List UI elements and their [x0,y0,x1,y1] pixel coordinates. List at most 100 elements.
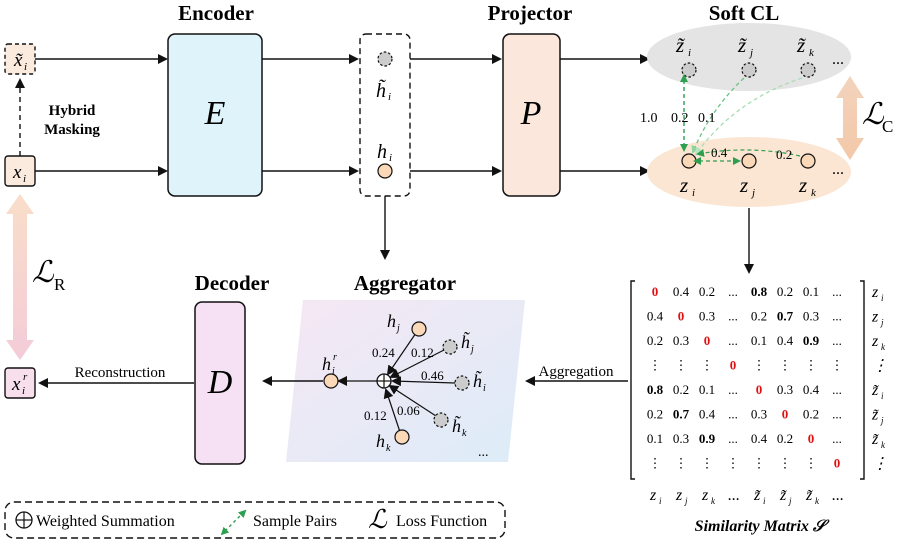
matrix-cell: ... [832,309,842,324]
similarity-matrix: 0 0.4 0.2... 0.8 0.2 0.1... 0.4 0 0.3... 0.2 0.7 0.… [630,280,888,506]
reconstructed-output-node: x i r [4,367,36,399]
contrast-loss-arrow [836,76,864,160]
svg-text:1.0: 1.0 [640,111,658,126]
svg-text:j: j [748,47,753,59]
matrix-cell: 0.4 [751,431,768,446]
svg-text:z̃: z̃ [796,33,807,57]
svg-text:k: k [462,428,467,439]
decoder-symbol: D [207,364,233,401]
matrix-row-label-sub: j [880,416,884,426]
recon-loss-arrow [6,194,34,360]
matrix-cells: 0 0.4 0.2... 0.8 0.2 0.1... 0.4 0 0.3... 0.2 0.7 0.… [647,284,844,471]
svg-text:...: ... [478,445,489,460]
svg-text:R: R [54,275,66,294]
svg-text:z̃: z̃ [737,33,748,57]
matrix-cell: 0 [730,358,737,373]
sample-pairs-icon [220,509,247,536]
soft-cl-top-ellipse [647,23,851,91]
matrix-cell: ⋮ [727,456,740,471]
matrix-cell: 0.2 [803,407,819,422]
matrix-cell: ... [728,382,738,397]
contrast-loss-label: ℒ C [862,98,893,136]
input-sub: i [23,173,26,185]
matrix-col-label-sub: i [659,496,662,506]
encoder-header: Encoder [178,1,254,25]
matrix-cell: 0.3 [673,431,689,446]
svg-text:h̃: h̃ [452,415,462,436]
svg-text:z: z [739,173,748,197]
matrix-cell: 0.3 [699,309,715,324]
matrix-col-label: ... [832,487,844,504]
matrix-cell: 0.9 [699,431,716,446]
matrix-col-label-sub: k [711,496,716,506]
matrix-cell: 0.9 [803,333,820,348]
svg-text:...: ... [832,51,844,68]
matrix-cell: ... [728,284,738,299]
legend: Weighted Summation Sample Pairs ℒ Loss F… [4,501,506,539]
matrix-cell: 0.4 [647,309,664,324]
matrix-cell: ... [832,333,842,348]
soft-cl-top-node-k [800,62,816,78]
svg-text:x: x [11,374,21,395]
agg-node-hk [394,429,410,445]
decoder-block: D [194,301,246,465]
svg-text:k: k [386,443,391,454]
svg-text:k: k [811,187,817,199]
svg-text:k: k [809,47,815,59]
matrix-col-label: z̃ [753,487,761,504]
matrix-cell: 0.2 [647,333,663,348]
matrix-cell: 0.2 [673,382,689,397]
svg-text:0.12: 0.12 [364,408,387,423]
soft-cl-weights: 1.0 0.2 0.1 0.4 0.2 [640,111,792,162]
svg-text:i: i [389,152,392,164]
soft-cl-top-node-j [741,62,757,78]
matrix-cell: 0.2 [777,431,793,446]
svg-text:0.12: 0.12 [411,345,434,360]
aggregator-header: Aggregator [354,271,456,295]
matrix-cell: 0.3 [673,333,689,348]
matrix-cell: 0.1 [803,284,819,299]
hybrid-masking-label-2: Masking [44,122,100,138]
svg-text:r: r [333,352,337,363]
matrix-row-label: ⋮ [872,358,888,375]
matrix-col-label-sub: j [788,496,792,506]
matrix-cell: ⋮ [831,358,844,373]
matrix-col-label-sub: j [684,496,688,506]
matrix-row-label: z [871,284,879,301]
svg-text:i: i [388,91,391,103]
legend-weighted-sum: Weighted Summation [36,513,175,530]
matrix-cell: 0.1 [699,382,715,397]
svg-text:h̃: h̃ [461,331,471,352]
matrix-row-label-sub: j [880,318,884,328]
svg-text:ℒ: ℒ [32,256,55,289]
projector-header: Projector [488,1,573,25]
matrix-cell: 0.2 [647,407,663,422]
matrix-cell: 0 [808,431,815,446]
svg-text:j: j [469,344,474,355]
svg-text:h: h [376,431,385,451]
matrix-cell: 0.8 [647,382,664,397]
matrix-cell: ... [728,407,738,422]
projector-symbol: P [520,95,542,132]
sample-pair-arrows [680,74,803,165]
matrix-col-label-sub: i [763,496,766,506]
soft-cl-bottom-ellipse [647,137,851,207]
svg-text:h: h [322,354,331,374]
input-label: x [12,162,22,183]
svg-text:C: C [882,117,893,136]
soft-cl-header: Soft CL [709,1,780,25]
matrix-cell: ⋮ [779,358,792,373]
agg-node-hi-masked [454,375,470,391]
masked-input-label: x̃ [13,50,23,71]
matrix-cell: 0.3 [777,382,793,397]
matrix-cell: ... [832,284,842,299]
matrix-row-label-sub: i [881,293,884,303]
agg-node-hj [411,321,427,337]
projector-block: P [502,33,561,197]
matrix-cell: 0.7 [777,309,794,324]
svg-text:i: i [332,366,335,377]
legend-sample-pairs: Sample Pairs [253,513,337,530]
matrix-cell: ⋮ [701,358,714,373]
